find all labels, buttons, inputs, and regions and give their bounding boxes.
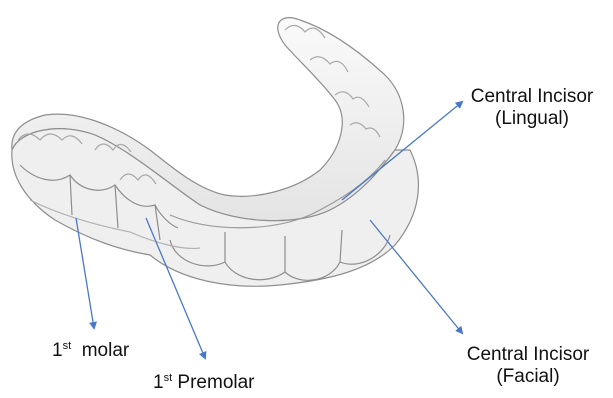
label-first-molar-text: molar	[82, 340, 130, 361]
label-first-molar-num: 1	[52, 340, 63, 361]
label-first-premolar-text: Premolar	[177, 372, 254, 393]
label-central-incisor-facial: Central Incisor (Facial)	[448, 344, 608, 388]
aligner-image	[12, 18, 419, 287]
label-first-molar-sup: st	[63, 340, 72, 352]
label-central-lingual-line2: (Lingual)	[452, 108, 612, 130]
label-first-premolar-num: 1	[153, 372, 164, 393]
label-central-incisor-lingual: Central Incisor (Lingual)	[452, 86, 612, 130]
label-first-premolar: 1st Premolar	[153, 372, 255, 396]
label-central-lingual-line1: Central Incisor	[452, 86, 612, 108]
label-central-facial-line2: (Facial)	[448, 366, 608, 388]
label-first-premolar-sup: st	[164, 372, 173, 384]
arrow-central-facial	[370, 220, 462, 333]
label-first-molar: 1st molar	[52, 340, 129, 364]
label-central-facial-line1: Central Incisor	[448, 344, 608, 366]
